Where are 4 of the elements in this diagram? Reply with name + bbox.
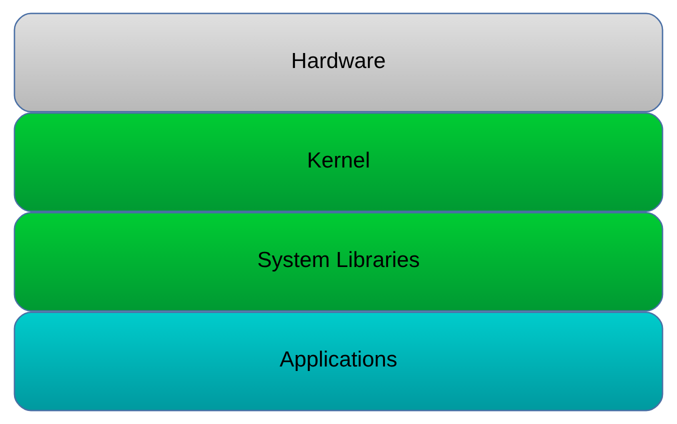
node-box: System Libraries: [14, 212, 664, 312]
node-box: Hardware: [14, 12, 664, 112]
node-box: Kernel: [14, 112, 664, 212]
node-box: Applications: [14, 312, 664, 412]
